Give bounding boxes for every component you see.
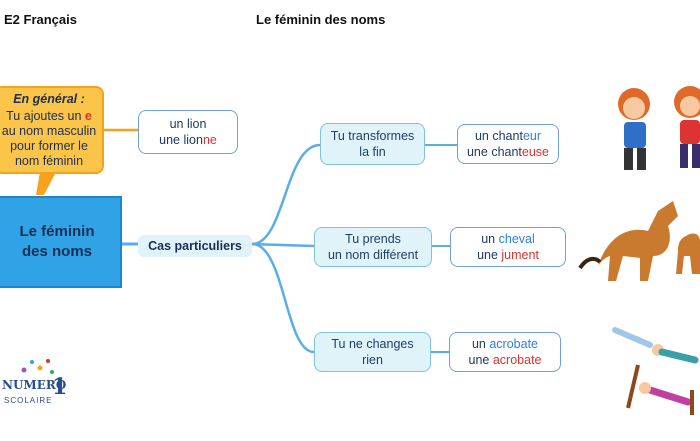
numero1-logo: NUMERO 1 SCOLAIRE — [0, 356, 72, 416]
example-chanteur-masculine: un chanteur — [474, 129, 542, 143]
example-cheval-box: un cheval une jument — [450, 227, 566, 267]
branch-different-label2: un nom différent — [327, 248, 419, 262]
page-title: Le féminin des noms — [256, 12, 386, 27]
example-acrobate-masculine: un acrobate — [471, 337, 539, 351]
example-lion-feminine: une lionne — [159, 133, 217, 147]
example-lion-box: un lion une lionne — [138, 110, 238, 154]
example-acrobate-feminine: une acrobate — [468, 353, 542, 367]
branch-no-change-label1: Tu ne changes — [331, 337, 414, 351]
branch-no-change: Tu ne changes rien — [314, 332, 431, 372]
example-lion-masculine: un lion — [169, 117, 207, 131]
special-cases-node: Cas particuliers — [138, 235, 252, 257]
general-rule-line4: nom féminin — [14, 153, 84, 168]
main-topic-line2: des noms — [21, 243, 93, 260]
logo-digit: 1 — [52, 374, 68, 400]
acrobats-illustration — [612, 327, 699, 415]
singers-illustration — [618, 86, 700, 170]
branch-transform-label2: la fin — [359, 145, 386, 159]
main-topic-line1: Le féminin — [19, 223, 95, 240]
general-rule-title: En général : — [13, 91, 85, 106]
header-subject: E2 Français — [4, 12, 77, 27]
branch-no-change-label2: rien — [362, 353, 383, 367]
horses-illustration — [578, 201, 700, 281]
general-rule-line2: au nom masculin — [1, 123, 97, 138]
branch-transform-label1: Tu transformes — [330, 129, 415, 143]
logo-word: NUMERO — [2, 378, 67, 392]
example-chanteur-box: un chanteur une chanteuse — [457, 124, 559, 164]
branch-different-noun: Tu prends un nom différent — [314, 227, 432, 267]
example-chanteur-feminine: une chanteuse — [466, 145, 550, 159]
example-cheval-masculine: un cheval — [481, 232, 535, 246]
general-rule-box: En général : Tu ajoutes un e au nom masc… — [0, 86, 104, 174]
logo-subtitle: SCOLAIRE — [4, 396, 53, 405]
example-cheval-feminine: une jument — [477, 248, 539, 262]
branch-transform-ending: Tu transformes la fin — [320, 123, 425, 165]
general-rule-line3: pour former le — [10, 138, 88, 153]
main-topic-box: Le féminin des noms — [0, 196, 122, 288]
general-rule-line1: Tu ajoutes un e — [6, 108, 92, 123]
logo-sparkles-icon — [21, 359, 54, 374]
branch-different-label1: Tu prends — [345, 232, 401, 246]
example-acrobate-box: un acrobate une acrobate — [449, 332, 561, 372]
